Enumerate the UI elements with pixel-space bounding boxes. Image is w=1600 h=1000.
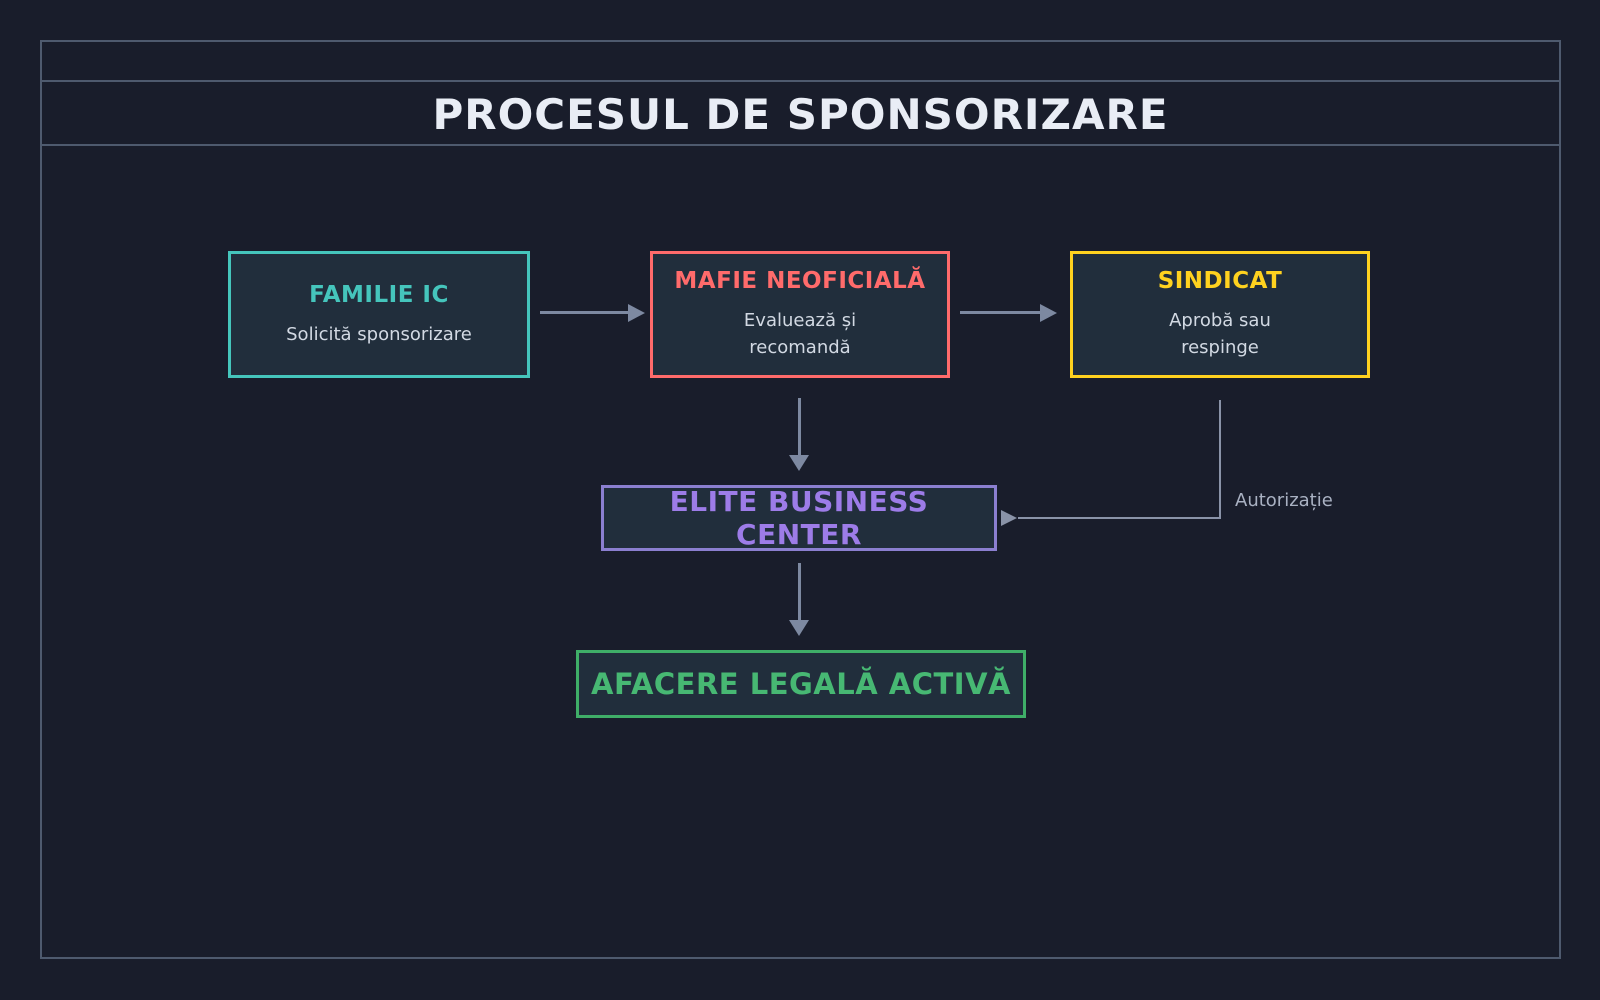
- node-mafie-neoficiala-heading: MAFIE NEOFICIALĂ: [674, 268, 926, 294]
- node-sindicat-heading: SINDICAT: [1157, 268, 1283, 294]
- node-familie-ic-body: Solicită sponsorizare: [286, 323, 472, 345]
- edge-familie-to-mafie-line: [540, 311, 628, 314]
- header-divider-bottom: [42, 144, 1559, 146]
- edge-mafie-to-ebc-line: [798, 398, 801, 455]
- page-frame: PROCESUL DE SPONSORIZARE: [40, 40, 1561, 959]
- edge-familie-to-mafie-arrowhead-icon: [628, 304, 645, 322]
- edge-sindicat-to-ebc-horizontal-line: [1018, 517, 1221, 519]
- node-mafie-neoficiala: MAFIE NEOFICIALĂ Evaluează și recomandă: [650, 251, 950, 378]
- node-afacere-legala-activa-heading: AFACERE LEGALĂ ACTIVĂ: [591, 667, 1011, 701]
- edge-mafie-to-ebc-arrowhead-icon: [789, 455, 809, 471]
- node-elite-business-center: ELITE BUSINESS CENTER: [601, 485, 997, 551]
- node-afacere-legala-activa: AFACERE LEGALĂ ACTIVĂ: [576, 650, 1026, 718]
- node-familie-ic: FAMILIE IC Solicită sponsorizare: [228, 251, 530, 378]
- edge-ebc-to-afacere-line: [798, 563, 801, 620]
- node-mafie-neoficiala-body: Evaluează și recomandă: [743, 310, 857, 358]
- node-sindicat-body: Aprobă sau respinge: [1169, 310, 1271, 358]
- node-elite-business-center-heading: ELITE BUSINESS CENTER: [669, 485, 929, 551]
- edge-sindicat-to-ebc-vertical-line: [1219, 400, 1221, 519]
- edge-ebc-to-afacere-arrowhead-icon: [789, 620, 809, 636]
- edge-sindicat-to-ebc-arrowhead-icon: [1001, 510, 1017, 526]
- edge-mafie-to-sindicat-arrowhead-icon: [1040, 304, 1057, 322]
- edge-label-autorizatie: Autorizație: [1235, 490, 1333, 511]
- page-title: PROCESUL DE SPONSORIZARE: [432, 90, 1169, 139]
- header-divider-top: [42, 80, 1559, 82]
- node-sindicat: SINDICAT Aprobă sau respinge: [1070, 251, 1370, 378]
- node-familie-ic-heading: FAMILIE IC: [309, 281, 449, 308]
- edge-mafie-to-sindicat-line: [960, 311, 1040, 314]
